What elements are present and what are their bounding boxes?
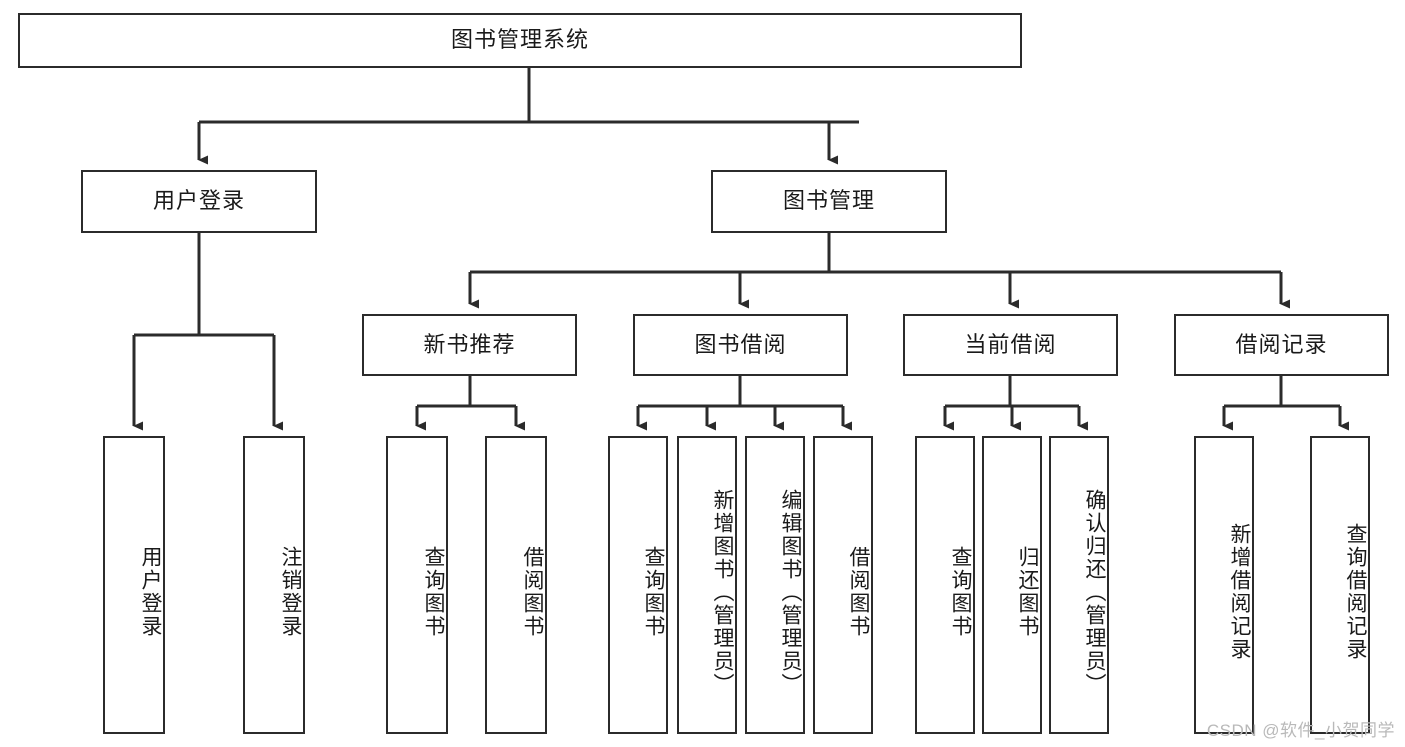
node-current-borrow-label: 当前借阅 xyxy=(964,331,1057,357)
leaf-query-book-1[interactable]: 查询图书 xyxy=(386,436,448,734)
node-book-borrow[interactable]: 图书借阅 xyxy=(633,314,848,376)
node-root[interactable]: 图书管理系统 xyxy=(18,13,1022,68)
leaf-logout-login-label: 注销登录 xyxy=(279,546,302,638)
leaf-user-login[interactable]: 用户登录 xyxy=(103,436,165,734)
node-new-book-recommend-label: 新书推荐 xyxy=(423,331,516,357)
node-book-borrow-label: 图书借阅 xyxy=(694,331,787,357)
node-current-borrow[interactable]: 当前借阅 xyxy=(903,314,1118,376)
leaf-confirm-return-admin[interactable]: 确认归还（管理员） xyxy=(1049,436,1109,734)
leaf-add-book-admin-label: 新增图书（管理员） xyxy=(711,488,734,696)
csdn-watermark: CSDN @软件_小贺同学 xyxy=(1206,721,1395,740)
leaf-query-book-2-label: 查询图书 xyxy=(642,546,665,638)
node-book-management-label: 图书管理 xyxy=(782,188,875,214)
leaf-borrow-book-1[interactable]: 借阅图书 xyxy=(485,436,547,734)
leaf-query-borrow-record[interactable]: 查询借阅记录 xyxy=(1310,436,1370,734)
leaf-logout-login[interactable]: 注销登录 xyxy=(243,436,305,734)
leaf-return-book[interactable]: 归还图书 xyxy=(982,436,1042,734)
leaf-confirm-return-admin-label: 确认归还（管理员） xyxy=(1083,488,1106,696)
node-user-login[interactable]: 用户登录 xyxy=(81,170,317,233)
node-new-book-recommend[interactable]: 新书推荐 xyxy=(362,314,577,376)
leaf-borrow-book-2-label: 借阅图书 xyxy=(847,546,870,638)
leaf-add-borrow-record[interactable]: 新增借阅记录 xyxy=(1194,436,1254,734)
node-borrow-record-label: 借阅记录 xyxy=(1235,331,1328,357)
node-book-management[interactable]: 图书管理 xyxy=(711,170,947,233)
leaf-borrow-book-1-label: 借阅图书 xyxy=(521,546,544,638)
leaf-return-book-label: 归还图书 xyxy=(1016,546,1039,638)
leaf-query-borrow-record-label: 查询借阅记录 xyxy=(1344,523,1367,661)
leaf-add-book-admin[interactable]: 新增图书（管理员） xyxy=(677,436,737,734)
leaf-add-borrow-record-label: 新增借阅记录 xyxy=(1228,523,1251,661)
leaf-edit-book-admin[interactable]: 编辑图书（管理员） xyxy=(745,436,805,734)
leaf-edit-book-admin-label: 编辑图书（管理员） xyxy=(779,488,802,696)
leaf-borrow-book-2[interactable]: 借阅图书 xyxy=(813,436,873,734)
leaf-query-book-2[interactable]: 查询图书 xyxy=(608,436,668,734)
node-borrow-record[interactable]: 借阅记录 xyxy=(1174,314,1389,376)
node-user-login-label: 用户登录 xyxy=(152,188,245,214)
leaf-query-book-3[interactable]: 查询图书 xyxy=(915,436,975,734)
leaf-query-book-3-label: 查询图书 xyxy=(949,546,972,638)
node-root-label: 图书管理系统 xyxy=(450,27,589,53)
leaf-user-login-label: 用户登录 xyxy=(139,546,162,638)
leaf-query-book-1-label: 查询图书 xyxy=(422,546,445,638)
